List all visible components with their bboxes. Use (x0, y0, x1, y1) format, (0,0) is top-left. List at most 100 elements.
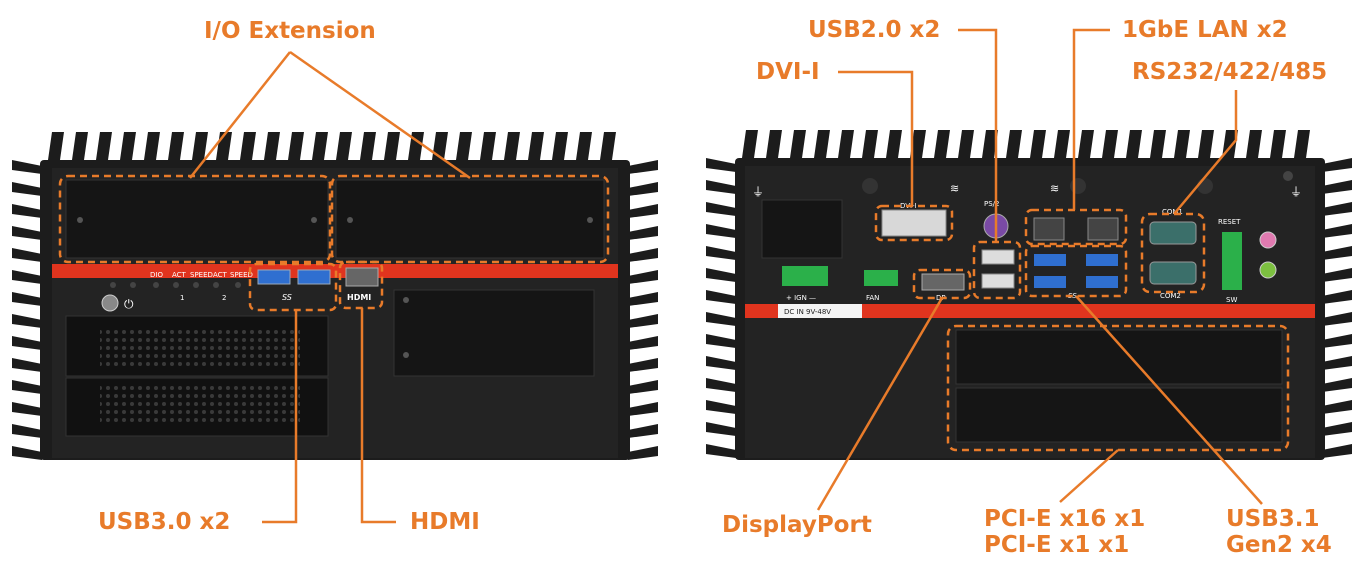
heatsink-fin (706, 444, 736, 458)
ground-icon: ⏚ (1290, 185, 1302, 199)
reset-terminal (1222, 232, 1242, 290)
act2-label: ACT (213, 271, 228, 279)
hdmi-port (345, 267, 379, 287)
heatsink-fin (1322, 356, 1352, 370)
usb30-label: USB3.0 x2 (98, 509, 231, 535)
antenna-hole (1197, 178, 1213, 194)
heatsink-fin (192, 132, 208, 160)
dc-in-plate (778, 304, 862, 318)
heatsink-fin (528, 132, 544, 160)
heatsink-fin (706, 180, 736, 194)
heatsink-fin (706, 312, 736, 326)
heatsink-fin (1322, 158, 1352, 172)
heatsink-fin (264, 132, 280, 160)
screw-icon (311, 217, 317, 223)
heatsink-fin (628, 270, 658, 284)
heatsink-fin (628, 160, 658, 174)
heatsink-fin (1054, 130, 1070, 158)
ign-label: + IGN — (786, 294, 816, 302)
heatsink-fin (1102, 130, 1118, 158)
usb31-label-line1: USB3.1 (1226, 506, 1320, 532)
heatsink-fin (12, 314, 42, 328)
fan-terminal (864, 270, 898, 286)
act1-label: ACT (172, 271, 187, 279)
heatsink-fin (934, 130, 950, 158)
heatsink-fin (1126, 130, 1142, 158)
heatsink-fin (1322, 268, 1352, 282)
heatsink-fin (628, 424, 658, 438)
usb31-port-4 (1086, 276, 1118, 288)
heatsink-fin (1294, 130, 1310, 158)
heatsink-fin (1078, 130, 1094, 158)
heatsink-fin (600, 132, 616, 160)
heatsink-fin (12, 204, 42, 218)
heatsink-fin (1322, 246, 1352, 260)
lan-port-2 (1087, 217, 1119, 241)
com1-label: COM1 (1162, 208, 1183, 216)
com2-port (1149, 261, 1197, 285)
heatsink-fin (706, 422, 736, 436)
heatsink-fin (706, 224, 736, 238)
pcie-slot-cover-2 (955, 387, 1283, 443)
heatsink-fin (742, 130, 758, 158)
heatsink-fin (982, 130, 998, 158)
heatsink-fin (12, 226, 42, 240)
heatsink-fin (12, 358, 42, 372)
heatsink-fin (1322, 422, 1352, 436)
usb31-port-3 (1034, 276, 1066, 288)
screw-icon (403, 352, 409, 358)
heatsink-fin (706, 356, 736, 370)
heatsink-fin (628, 380, 658, 394)
rear-leader-lines (816, 28, 1263, 511)
heatsink-fin (288, 132, 304, 160)
lan1-label: 1 (180, 294, 184, 302)
heatsink-fin (628, 358, 658, 372)
heatsink-fin (838, 130, 854, 158)
com2-label: COM2 (1160, 292, 1181, 300)
usb3-port-1 (257, 269, 291, 285)
io-extension-label: I/O Extension (204, 18, 376, 44)
dio-label: DIO (150, 271, 163, 279)
heatsink-fin (1322, 312, 1352, 326)
heatsink-fin (12, 380, 42, 394)
usb3-port-2 (297, 269, 331, 285)
heatsink-fin (706, 158, 736, 172)
heatsink-fin (408, 132, 424, 160)
heatsink-fin (12, 292, 42, 306)
heatsink-fin (1322, 444, 1352, 458)
heatsink-fin (628, 226, 658, 240)
heatsink-fin (96, 132, 112, 160)
sw-label: SW (1226, 296, 1237, 304)
lan-label: 1GbE LAN x2 (1122, 17, 1288, 43)
screw-icon (587, 217, 593, 223)
antenna-hole (1283, 171, 1293, 181)
heatsink-fin (12, 336, 42, 350)
ps2-label: PS/2 (984, 200, 999, 208)
heatsink-fin (1030, 130, 1046, 158)
usb31-port-2 (1086, 254, 1118, 266)
usb20-label: USB2.0 x2 (808, 17, 941, 43)
dvi-port (881, 209, 947, 237)
wifi-icon: ≋ (950, 182, 959, 195)
heatsink-fin (628, 446, 658, 460)
heatsink-fin (480, 132, 496, 160)
heatsink-fin (628, 336, 658, 350)
heatsink-fin (12, 160, 42, 174)
front-heatsink-fins (12, 132, 658, 460)
ign-terminal (782, 266, 828, 286)
heatsink-fin (168, 132, 184, 160)
heatsink-fin (1322, 290, 1352, 304)
heatsink-fin (1150, 130, 1166, 158)
usb2-port-1 (981, 249, 1015, 265)
heatsink-fin (456, 132, 472, 160)
heatsink-fin (628, 314, 658, 328)
mic-jack (1259, 231, 1277, 249)
pcie-label-line1: PCI-E x16 x1 (984, 506, 1146, 532)
heatsink-fin (1198, 130, 1214, 158)
heatsink-fin (12, 182, 42, 196)
line-out-jack (1259, 261, 1277, 279)
front-io-cover-left (65, 179, 329, 259)
heatsink-fin (862, 130, 878, 158)
power-button[interactable] (101, 294, 119, 312)
